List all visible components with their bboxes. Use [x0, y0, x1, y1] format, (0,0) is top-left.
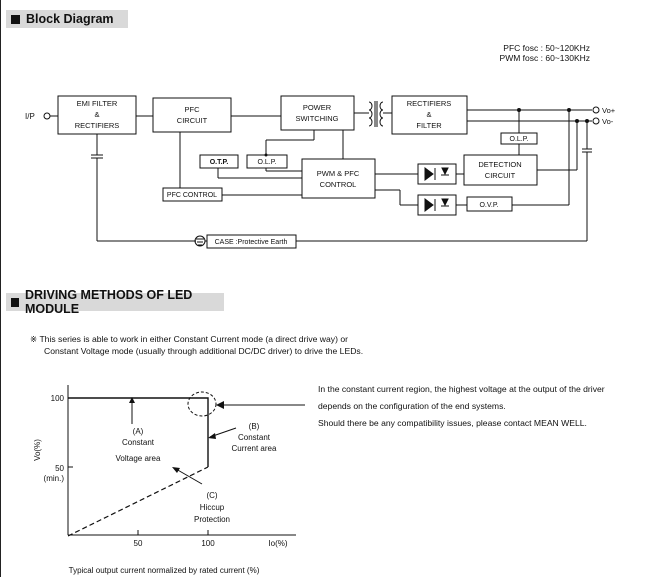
case-earth-label: CASE :Protective Earth [215, 239, 288, 246]
rectifiers-line3: FILTER [416, 121, 442, 130]
block-diagram-title: Block Diagram [26, 12, 114, 26]
annotation-c-line3: Protection [194, 515, 230, 524]
ovp-label: O.V.P. [479, 202, 498, 209]
y-tick-label-100: 100 [51, 394, 65, 403]
annotation-a-line1: (A) [133, 427, 144, 436]
page-left-border [0, 0, 1, 577]
chart-caption: Typical output current normalized by rat… [69, 566, 260, 575]
annotation-b-line2: Constant [238, 433, 271, 442]
driving-note-line2: Constant Voltage mode (usually through a… [44, 346, 364, 356]
power-switching-line1: POWER [303, 103, 332, 112]
rectifiers-line2: & [426, 110, 431, 119]
note-symbol-icon: ※ [30, 334, 38, 344]
emi-filter-line3: RECTIFIERS [75, 121, 120, 130]
note-text-1: This series is able to work in either Co… [39, 334, 348, 344]
driving-methods-chart [67, 385, 305, 537]
annotation-c-line1: (C) [206, 491, 217, 500]
vo-plus-label: Vo+ [602, 106, 616, 115]
driving-methods-header: DRIVING METHODS OF LED MODULE [6, 288, 224, 316]
arrow-a-head [129, 397, 135, 403]
annotation-c-line2: Hiccup [200, 503, 225, 512]
arrow-c-line [175, 468, 203, 485]
series-hiccup-line [67, 466, 209, 537]
desc-line-1: In the constant current region, the high… [318, 384, 605, 394]
x-tick-label-50: 50 [134, 539, 143, 548]
desc-line-2: depends on the configuration of the end … [318, 401, 506, 411]
vo-minus-label: Vo- [602, 117, 614, 126]
pwm-pfc-line2: CONTROL [320, 180, 357, 189]
detection-line1: DETECTION [478, 160, 521, 169]
annotation-a-line2: Constant [122, 438, 155, 447]
input-label: I/P [25, 112, 35, 121]
annotation-b-line1: (B) [249, 422, 260, 431]
desc-line-3: Should there be any compatibility issues… [318, 418, 587, 428]
olp-left-label: O.L.P. [258, 159, 277, 166]
corner-highlight-circle [187, 391, 217, 417]
arrow-b-head [208, 433, 216, 439]
pfc-control-label: PFC CONTROL [167, 192, 217, 199]
arrow-c-head [172, 467, 180, 473]
pfc-circuit-line1: PFC [185, 105, 201, 114]
rectifiers-line1: RECTIFIERS [407, 99, 452, 108]
olp-right-label: O.L.P. [510, 136, 529, 143]
emi-filter-line1: EMI FILTER [77, 99, 118, 108]
annotation-pointer-arrow [216, 401, 224, 409]
driving-methods-title: DRIVING METHODS OF LED MODULE [24, 288, 193, 316]
block-diagram-header: Block Diagram [6, 10, 128, 28]
otp-label: O.T.P. [210, 159, 229, 166]
power-switching-line2: SWITCHING [296, 114, 339, 123]
series-constant-voltage-current-line [68, 397, 209, 467]
pwm-pfc-line1: PWM & PFC [317, 169, 360, 178]
y-axis-label: Vo(%) [33, 439, 42, 461]
annotation-b-line3: Current area [232, 444, 277, 453]
x-axis-label: Io(%) [268, 539, 287, 548]
header-square-icon [11, 297, 19, 307]
emi-filter-line2: & [94, 110, 99, 119]
x-tick-label-100: 100 [201, 539, 215, 548]
pfc-frequency: PFC fosc : 50~120KHz [503, 43, 590, 53]
detection-line2: CIRCUIT [485, 171, 516, 180]
pwm-frequency: PWM fosc : 60~130KHz [500, 53, 590, 63]
header-square-icon [11, 14, 20, 24]
driving-note-line1: ※ This series is able to work in either … [30, 334, 348, 345]
annotation-a-line3: Voltage area [116, 454, 161, 463]
pfc-circuit-line2: CIRCUIT [177, 116, 208, 125]
y-tick-label-50: 50 [55, 464, 64, 473]
y-tick-label-min: (min.) [44, 474, 65, 483]
